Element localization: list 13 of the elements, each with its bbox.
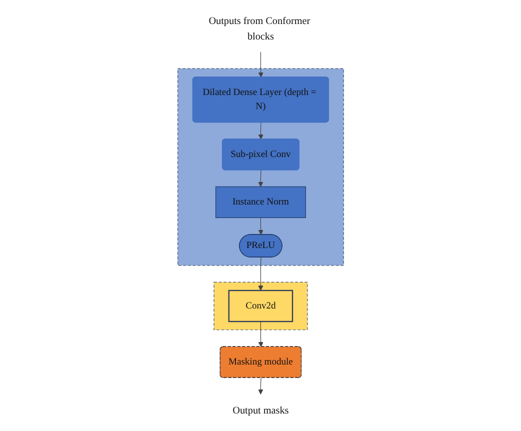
node-text: Output masks xyxy=(232,404,289,416)
node-text: Outputs from Conformer blocks xyxy=(208,14,310,42)
arrow xyxy=(258,52,264,78)
cluster xyxy=(213,282,308,330)
arrow xyxy=(258,122,264,140)
arrow xyxy=(258,321,264,348)
arrow xyxy=(258,217,264,235)
arrow xyxy=(258,170,264,187)
node-box: Instance Norm xyxy=(215,186,306,218)
cluster xyxy=(177,68,344,266)
node-box: Conv2d xyxy=(228,290,293,322)
arrow xyxy=(258,378,264,395)
arrow xyxy=(258,257,264,291)
